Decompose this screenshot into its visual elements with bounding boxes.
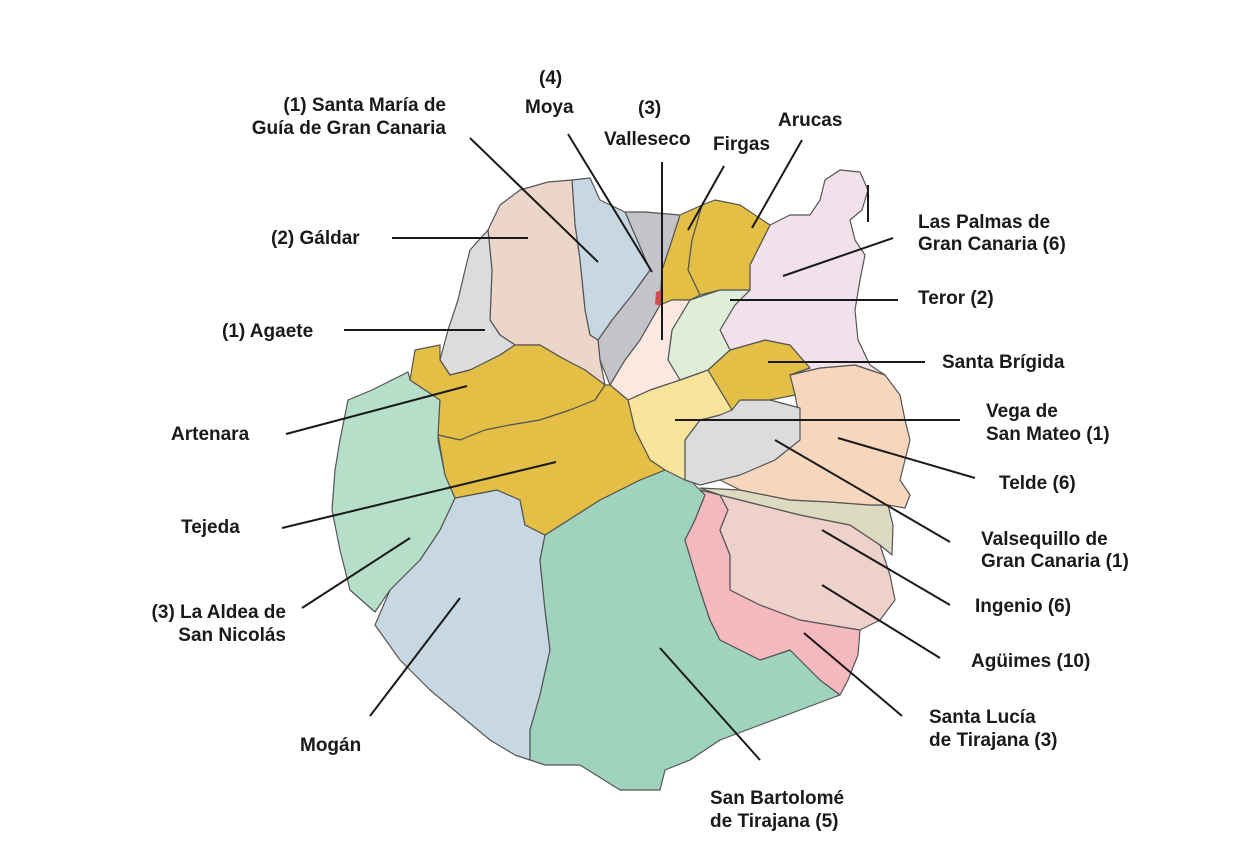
- leader-aguimes: [821, 584, 941, 659]
- label-laspalmas-1: Las Palmas de: [918, 212, 1050, 233]
- label-agaete: (1) Agaete: [222, 321, 313, 342]
- label-artenara: Artenara: [171, 424, 250, 445]
- label-valsequillo-2: Gran Canaria (1): [981, 551, 1129, 572]
- label-valsequillo-1: Valsequillo de: [981, 529, 1108, 550]
- label-aldea-2: San Nicolás: [178, 625, 286, 646]
- label-tejeda: Tejeda: [181, 517, 240, 538]
- label-bartolome-1: San Bartolomé: [710, 788, 844, 809]
- leader-aldea: [301, 537, 411, 609]
- label-vega-2: San Mateo (1): [986, 424, 1110, 445]
- leader-arucas: [751, 139, 803, 229]
- leader-mogan: [369, 597, 461, 717]
- leader-tejeda: [281, 461, 557, 529]
- label-firgas: Firgas: [713, 134, 770, 155]
- leader-lucia: [803, 632, 903, 717]
- label-galdar: (2) Gáldar: [271, 228, 360, 249]
- label-moya-count: (4): [539, 68, 562, 89]
- label-brigida: Santa Brígida: [942, 352, 1065, 373]
- label-valleseco: Valleseco: [604, 129, 691, 150]
- label-laspalmas-2: Gran Canaria (6): [918, 234, 1066, 255]
- region-tejeda[interactable]: [437, 384, 666, 536]
- label-moya: Moya: [525, 97, 574, 118]
- region-firgas-strip: [655, 290, 662, 306]
- label-ingenio: Ingenio (6): [975, 596, 1071, 617]
- leader-laspalmas: [782, 237, 894, 277]
- label-aguimes: Agüimes (10): [971, 651, 1090, 672]
- label-lucia-1: Santa Lucía: [929, 707, 1036, 728]
- label-mogan: Mogán: [300, 735, 361, 756]
- label-telde: Telde (6): [999, 473, 1076, 494]
- label-guia-2: Guía de Gran Canaria: [252, 118, 447, 139]
- leader-moya: [567, 133, 653, 273]
- label-bartolome-2: de Tirajana (5): [710, 811, 838, 832]
- leader-ingenio: [821, 529, 951, 606]
- label-teror: Teror (2): [918, 288, 994, 309]
- label-guia-1: (1) Santa María de: [283, 95, 446, 116]
- leader-valsequillo: [774, 439, 951, 543]
- label-vega-1: Vega de: [986, 401, 1058, 422]
- leader-telde: [837, 437, 976, 479]
- label-lucia-2: de Tirajana (3): [929, 730, 1057, 751]
- label-valleseco-count: (3): [638, 98, 661, 119]
- leader-bartolome: [659, 647, 761, 761]
- leader-artenara: [285, 385, 468, 435]
- leader-guia: [469, 137, 599, 263]
- label-arucas: Arucas: [778, 110, 842, 131]
- leader-firgas: [687, 165, 725, 231]
- label-aldea-1: (3) La Aldea de: [152, 602, 286, 623]
